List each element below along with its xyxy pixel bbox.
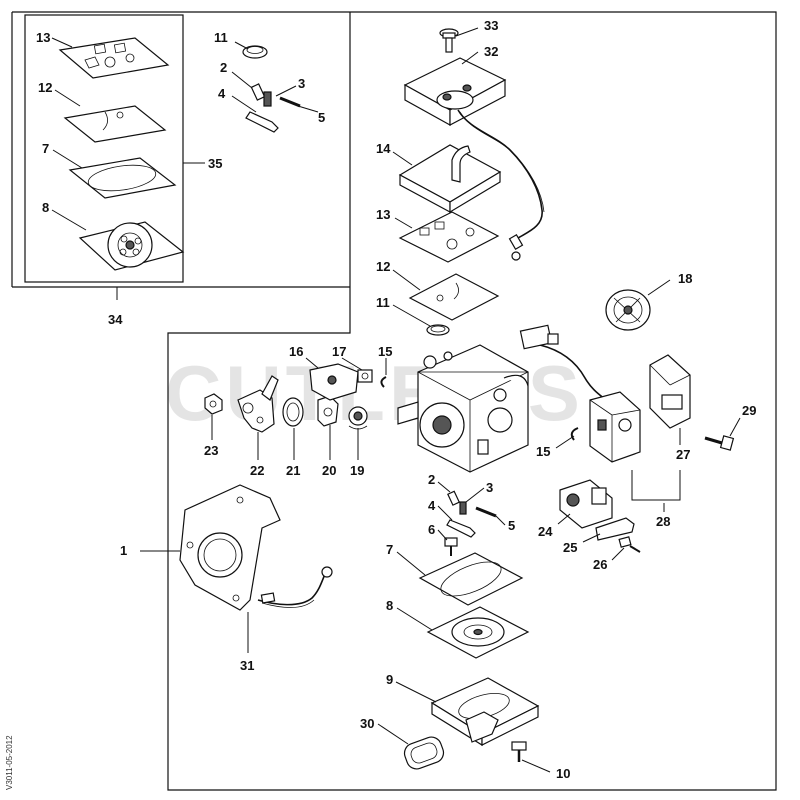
- gasket-21: [282, 397, 304, 427]
- callout-5: 5: [508, 518, 515, 533]
- callout-34: 34: [108, 312, 123, 327]
- kit-frame: [24, 14, 184, 283]
- callout-1: 1: [120, 543, 127, 558]
- bracket-27: [649, 354, 691, 429]
- housing-16: [309, 363, 359, 401]
- callout-7-kit: 7: [42, 141, 49, 156]
- ring-11: [426, 324, 450, 336]
- plate-1: [179, 484, 281, 611]
- gasket-13: [398, 211, 500, 263]
- callout-12: 12: [376, 259, 390, 274]
- callout-25: 25: [563, 540, 577, 555]
- callout-13: 13: [376, 207, 390, 222]
- callout-11: 11: [376, 295, 390, 310]
- callout-18: 18: [678, 271, 692, 286]
- cable-31: [257, 571, 327, 606]
- kit-diaphragm-8: [78, 221, 185, 271]
- callout-11-kit: 11: [214, 30, 228, 45]
- cover-cable: [457, 109, 543, 239]
- callout-30: 30: [360, 716, 374, 731]
- kit-gasket-13: [58, 37, 170, 79]
- clip-15-top: [380, 376, 387, 388]
- kit-ring-11: [242, 45, 268, 59]
- callout-19: 19: [350, 463, 364, 478]
- knob-18: [605, 289, 651, 331]
- kit-gasket-7: [68, 157, 177, 199]
- carburetor-body: [397, 344, 529, 473]
- callout-32: 32: [484, 44, 498, 59]
- screw-10: [511, 741, 527, 762]
- kit-needle-2: [250, 83, 266, 101]
- callout-8-kit: 8: [42, 200, 49, 215]
- solenoid-28: [589, 391, 641, 463]
- screw-29: [704, 435, 735, 451]
- main-frame: [167, 11, 777, 791]
- coil-19: [348, 406, 368, 430]
- cover-9: [430, 677, 540, 747]
- kit-spring-3: [263, 91, 272, 107]
- sleeve-20: [317, 395, 339, 427]
- callout-5-kit: 5: [318, 110, 325, 125]
- callout-2: 2: [428, 472, 435, 487]
- side-id: V3011-05-2012: [5, 735, 14, 790]
- callout-13-kit: 13: [36, 30, 50, 45]
- callout-16: 16: [289, 344, 303, 359]
- cable-plug: [519, 324, 559, 350]
- plate-12: [408, 273, 500, 321]
- callout-4-kit: 4: [218, 86, 226, 101]
- callout-33: 33: [484, 18, 498, 33]
- callout-3-kit: 3: [298, 76, 305, 91]
- callout-14: 14: [376, 141, 391, 156]
- callout-29: 29: [742, 403, 756, 418]
- callout-15-top: 15: [378, 344, 392, 359]
- callout-9: 9: [386, 672, 393, 687]
- gasket-30: [403, 736, 445, 770]
- callout-22: 22: [250, 463, 264, 478]
- callout-24: 24: [538, 524, 553, 539]
- callout-7: 7: [386, 542, 393, 557]
- callout-4: 4: [428, 498, 436, 513]
- lever-4: [446, 519, 476, 538]
- screw-33: [439, 28, 459, 53]
- callout-12-kit: 12: [38, 80, 52, 95]
- callout-17: 17: [332, 344, 346, 359]
- switch-24: [559, 479, 613, 529]
- callout-23: 23: [204, 443, 218, 458]
- callout-21: 21: [286, 463, 300, 478]
- needle-2: [447, 490, 461, 506]
- cover-32: [403, 57, 507, 127]
- lever-22: [237, 375, 279, 433]
- clip-15: [570, 427, 579, 441]
- filter-housing-14: [398, 144, 502, 214]
- callout-35: 35: [208, 156, 222, 171]
- callout-20: 20: [322, 463, 336, 478]
- gasket-7: [418, 552, 524, 606]
- callout-8: 8: [386, 598, 393, 613]
- screw-6: [444, 537, 458, 556]
- callout-6: 6: [428, 522, 435, 537]
- screw-26: [618, 536, 641, 553]
- diaphragm-8: [426, 606, 530, 659]
- callout-15: 15: [536, 444, 550, 459]
- pin-5: [475, 506, 497, 518]
- kit-pin-5: [279, 96, 301, 108]
- callout-26: 26: [593, 557, 607, 572]
- callout-31: 31: [240, 658, 254, 673]
- terminal-31: [260, 566, 333, 604]
- bracket-25: [595, 517, 635, 541]
- solenoid-cable: [539, 344, 607, 401]
- callout-27: 27: [676, 447, 690, 462]
- callout-2-kit: 2: [220, 60, 227, 75]
- callout-3: 3: [486, 480, 493, 495]
- spring-3: [459, 501, 467, 515]
- kit-lever-4: [245, 111, 279, 133]
- callout-28: 28: [656, 514, 670, 529]
- kit-plate-12: [63, 105, 167, 143]
- plug-17: [357, 369, 373, 383]
- callout-10: 10: [556, 766, 570, 781]
- nut-23: [204, 393, 223, 415]
- cable-connector: [508, 233, 524, 261]
